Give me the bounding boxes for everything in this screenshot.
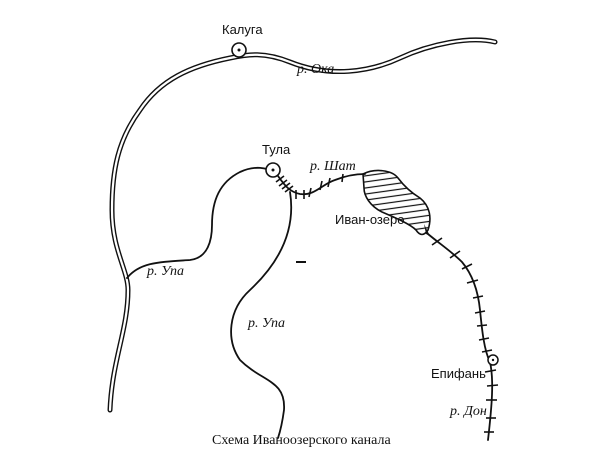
city-marker-epifan [487, 354, 499, 366]
canal-locks-north [275, 173, 344, 199]
label-kaluga: Калуга [222, 22, 263, 37]
label-river-upa-south: р. Упа [247, 316, 285, 331]
city-marker-tula [265, 162, 281, 178]
label-epifan: Епифань [431, 366, 486, 381]
river-don [427, 233, 494, 441]
lake-ivan [362, 169, 431, 236]
label-tula: Тула [262, 142, 291, 157]
canal-locks-south [431, 237, 499, 433]
city-marker-kaluga [231, 42, 247, 58]
canal-shat [277, 173, 366, 196]
label-river-oka: р. Ока [296, 62, 334, 77]
label-lake-ivan: Иван-озеро [335, 212, 404, 227]
river-upa-west [126, 166, 273, 279]
label-river-shat: р. Шат [309, 159, 356, 174]
label-river-upa-west: р. Упа [146, 264, 184, 279]
label-river-don: р. Дон [449, 404, 487, 419]
river-oka [107, 37, 498, 413]
map-caption: Схема Иваноозерского канала [212, 433, 391, 448]
river-upa-south [230, 191, 293, 439]
